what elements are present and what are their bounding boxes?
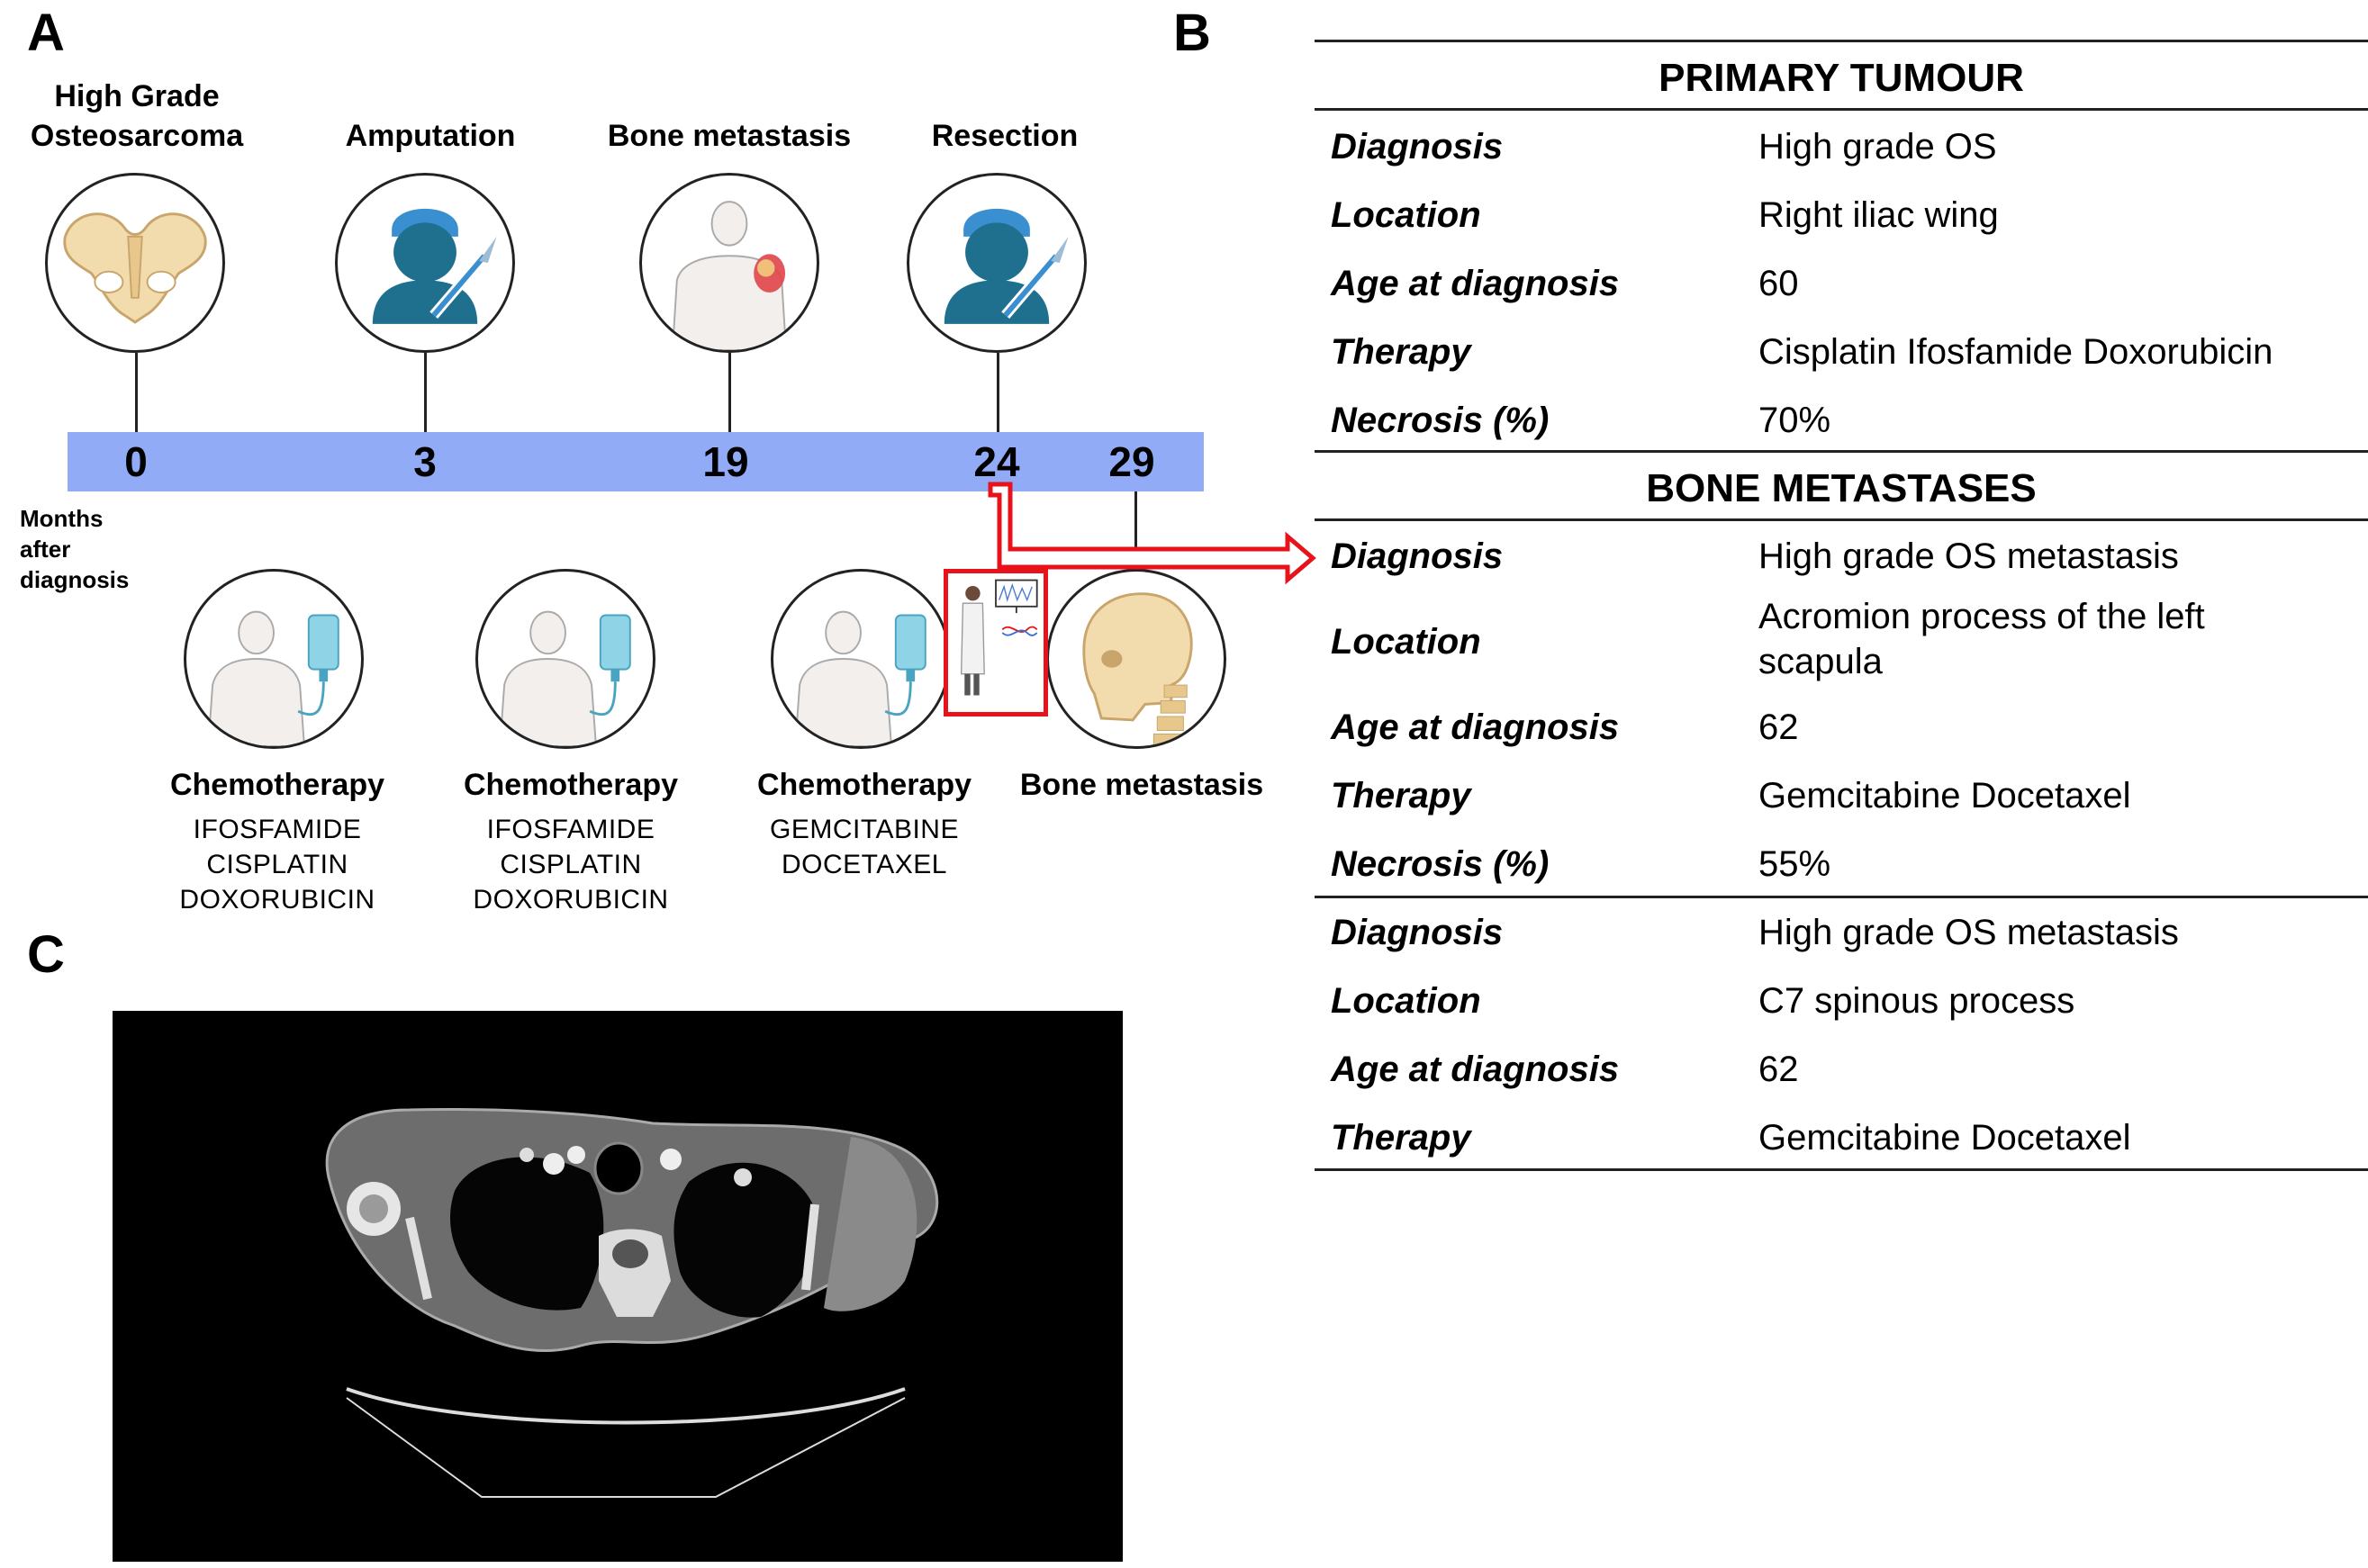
highlight-box (944, 569, 1048, 716)
drug-label: CISPLATIN (206, 850, 348, 879)
panel-label-c: C (27, 925, 65, 984)
drug-label: CISPLATIN (500, 850, 642, 879)
connector-line (728, 353, 731, 434)
table-rule (1315, 518, 2368, 521)
drug-label: IFOSFAMIDE (486, 815, 655, 844)
connector-line (997, 353, 999, 434)
row-value: Acromion process of the left scapula (1758, 597, 2205, 681)
table-rule (1315, 1168, 2368, 1171)
event-label-line: Resection (931, 119, 1079, 153)
row-value: High grade OS metastasis (1758, 536, 2179, 576)
shoulder-icon (639, 173, 819, 353)
event-label-osteosarcoma: High Grade Osteosarcoma (0, 77, 281, 156)
event-label-line: Amputation (345, 119, 516, 153)
chemo-title: Chemotherapy (169, 768, 385, 802)
row-label: Therapy (1331, 1118, 1471, 1158)
chemo-title: Chemotherapy (756, 768, 972, 802)
chemo-title: Chemotherapy (463, 768, 679, 802)
axis-unit-line: Months (20, 505, 104, 532)
event-label-line: High Grade (54, 79, 220, 113)
table-rule (1315, 896, 2368, 898)
row-label: Therapy (1331, 332, 1471, 372)
ct-scan-axial-image (113, 1011, 1123, 1562)
scientist-sequencing-icon (960, 579, 1038, 696)
row-value: C7 spinous process (1758, 981, 2075, 1021)
pelvis-icon (45, 173, 225, 353)
tick-label: 24 (973, 438, 1020, 485)
row-label: Age at diagnosis (1331, 1050, 1620, 1089)
axis-unit-line: after (20, 536, 71, 563)
event-label-amputation: Amputation (286, 116, 574, 156)
row-value: 62 (1758, 707, 1799, 747)
iv-drip-icon (184, 569, 364, 749)
row-label: Location (1331, 195, 1481, 235)
connector-line (135, 353, 138, 434)
highlight-arrow (988, 482, 1316, 585)
tick-label: 19 (702, 438, 749, 485)
axis-unit-line: diagnosis (20, 566, 130, 593)
section-title-metastases: BONE METASTASES (1646, 466, 2037, 510)
table-rule (1315, 450, 2368, 453)
connector-line (1134, 491, 1137, 574)
tick-label: 3 (413, 438, 437, 485)
event-label-resection: Resection (861, 116, 1149, 156)
row-value: High grade OS metastasis (1758, 913, 2179, 952)
row-label: Location (1331, 981, 1481, 1021)
row-value: Right iliac wing (1758, 195, 1999, 235)
row-label: Therapy (1331, 776, 1471, 816)
row-value: High grade OS (1758, 127, 1997, 167)
row-value: Gemcitabine Docetaxel (1758, 776, 2131, 816)
row-value: Gemcitabine Docetaxel (1758, 1118, 2131, 1158)
drug-label: DOCETAXEL (782, 850, 947, 879)
panel-label-a: A (27, 4, 65, 62)
event-label-line: Osteosarcoma (30, 119, 244, 153)
row-value: 70% (1758, 401, 1831, 440)
section-title-primary: PRIMARY TUMOUR (1659, 56, 2024, 100)
iv-drip-icon (771, 569, 951, 749)
row-label: Location (1331, 622, 1481, 662)
timeline-bar (68, 432, 1204, 491)
row-label: Necrosis (%) (1331, 844, 1550, 884)
row-value: Cisplatin Ifosfamide Doxorubicin (1758, 332, 2273, 372)
panel-label-b: B (1173, 4, 1211, 62)
row-label: Age at diagnosis (1331, 264, 1620, 303)
event-label-line: Bone metastasis (607, 119, 852, 153)
row-label: Necrosis (%) (1331, 401, 1550, 440)
event-label-bone-metastasis: Bone metastasis (585, 116, 873, 156)
row-value: 60 (1758, 264, 1799, 303)
row-label: Diagnosis (1331, 536, 1504, 576)
bone-metastasis-label: Bone metastasis (1019, 768, 1264, 802)
drug-label: DOXORUBICIN (179, 885, 375, 915)
skull-spine-icon (1046, 569, 1226, 749)
surgeon-icon (335, 173, 515, 353)
row-value: 62 (1758, 1050, 1799, 1089)
table-rule (1315, 40, 2368, 42)
row-value: 55% (1758, 844, 1831, 884)
axis-unit-label: Months after diagnosis (20, 503, 129, 595)
surgeon-icon (907, 173, 1087, 353)
row-label: Diagnosis (1331, 127, 1504, 167)
drug-label: DOXORUBICIN (473, 885, 669, 915)
drug-label: GEMCITABINE (770, 815, 959, 844)
tick-label: 29 (1108, 438, 1155, 485)
connector-line (424, 353, 427, 434)
iv-drip-icon (475, 569, 655, 749)
tick-label: 0 (124, 438, 148, 485)
row-label: Age at diagnosis (1331, 707, 1620, 747)
table-rule (1315, 108, 2368, 111)
row-label: Diagnosis (1331, 913, 1504, 952)
drug-label: IFOSFAMIDE (193, 815, 362, 844)
